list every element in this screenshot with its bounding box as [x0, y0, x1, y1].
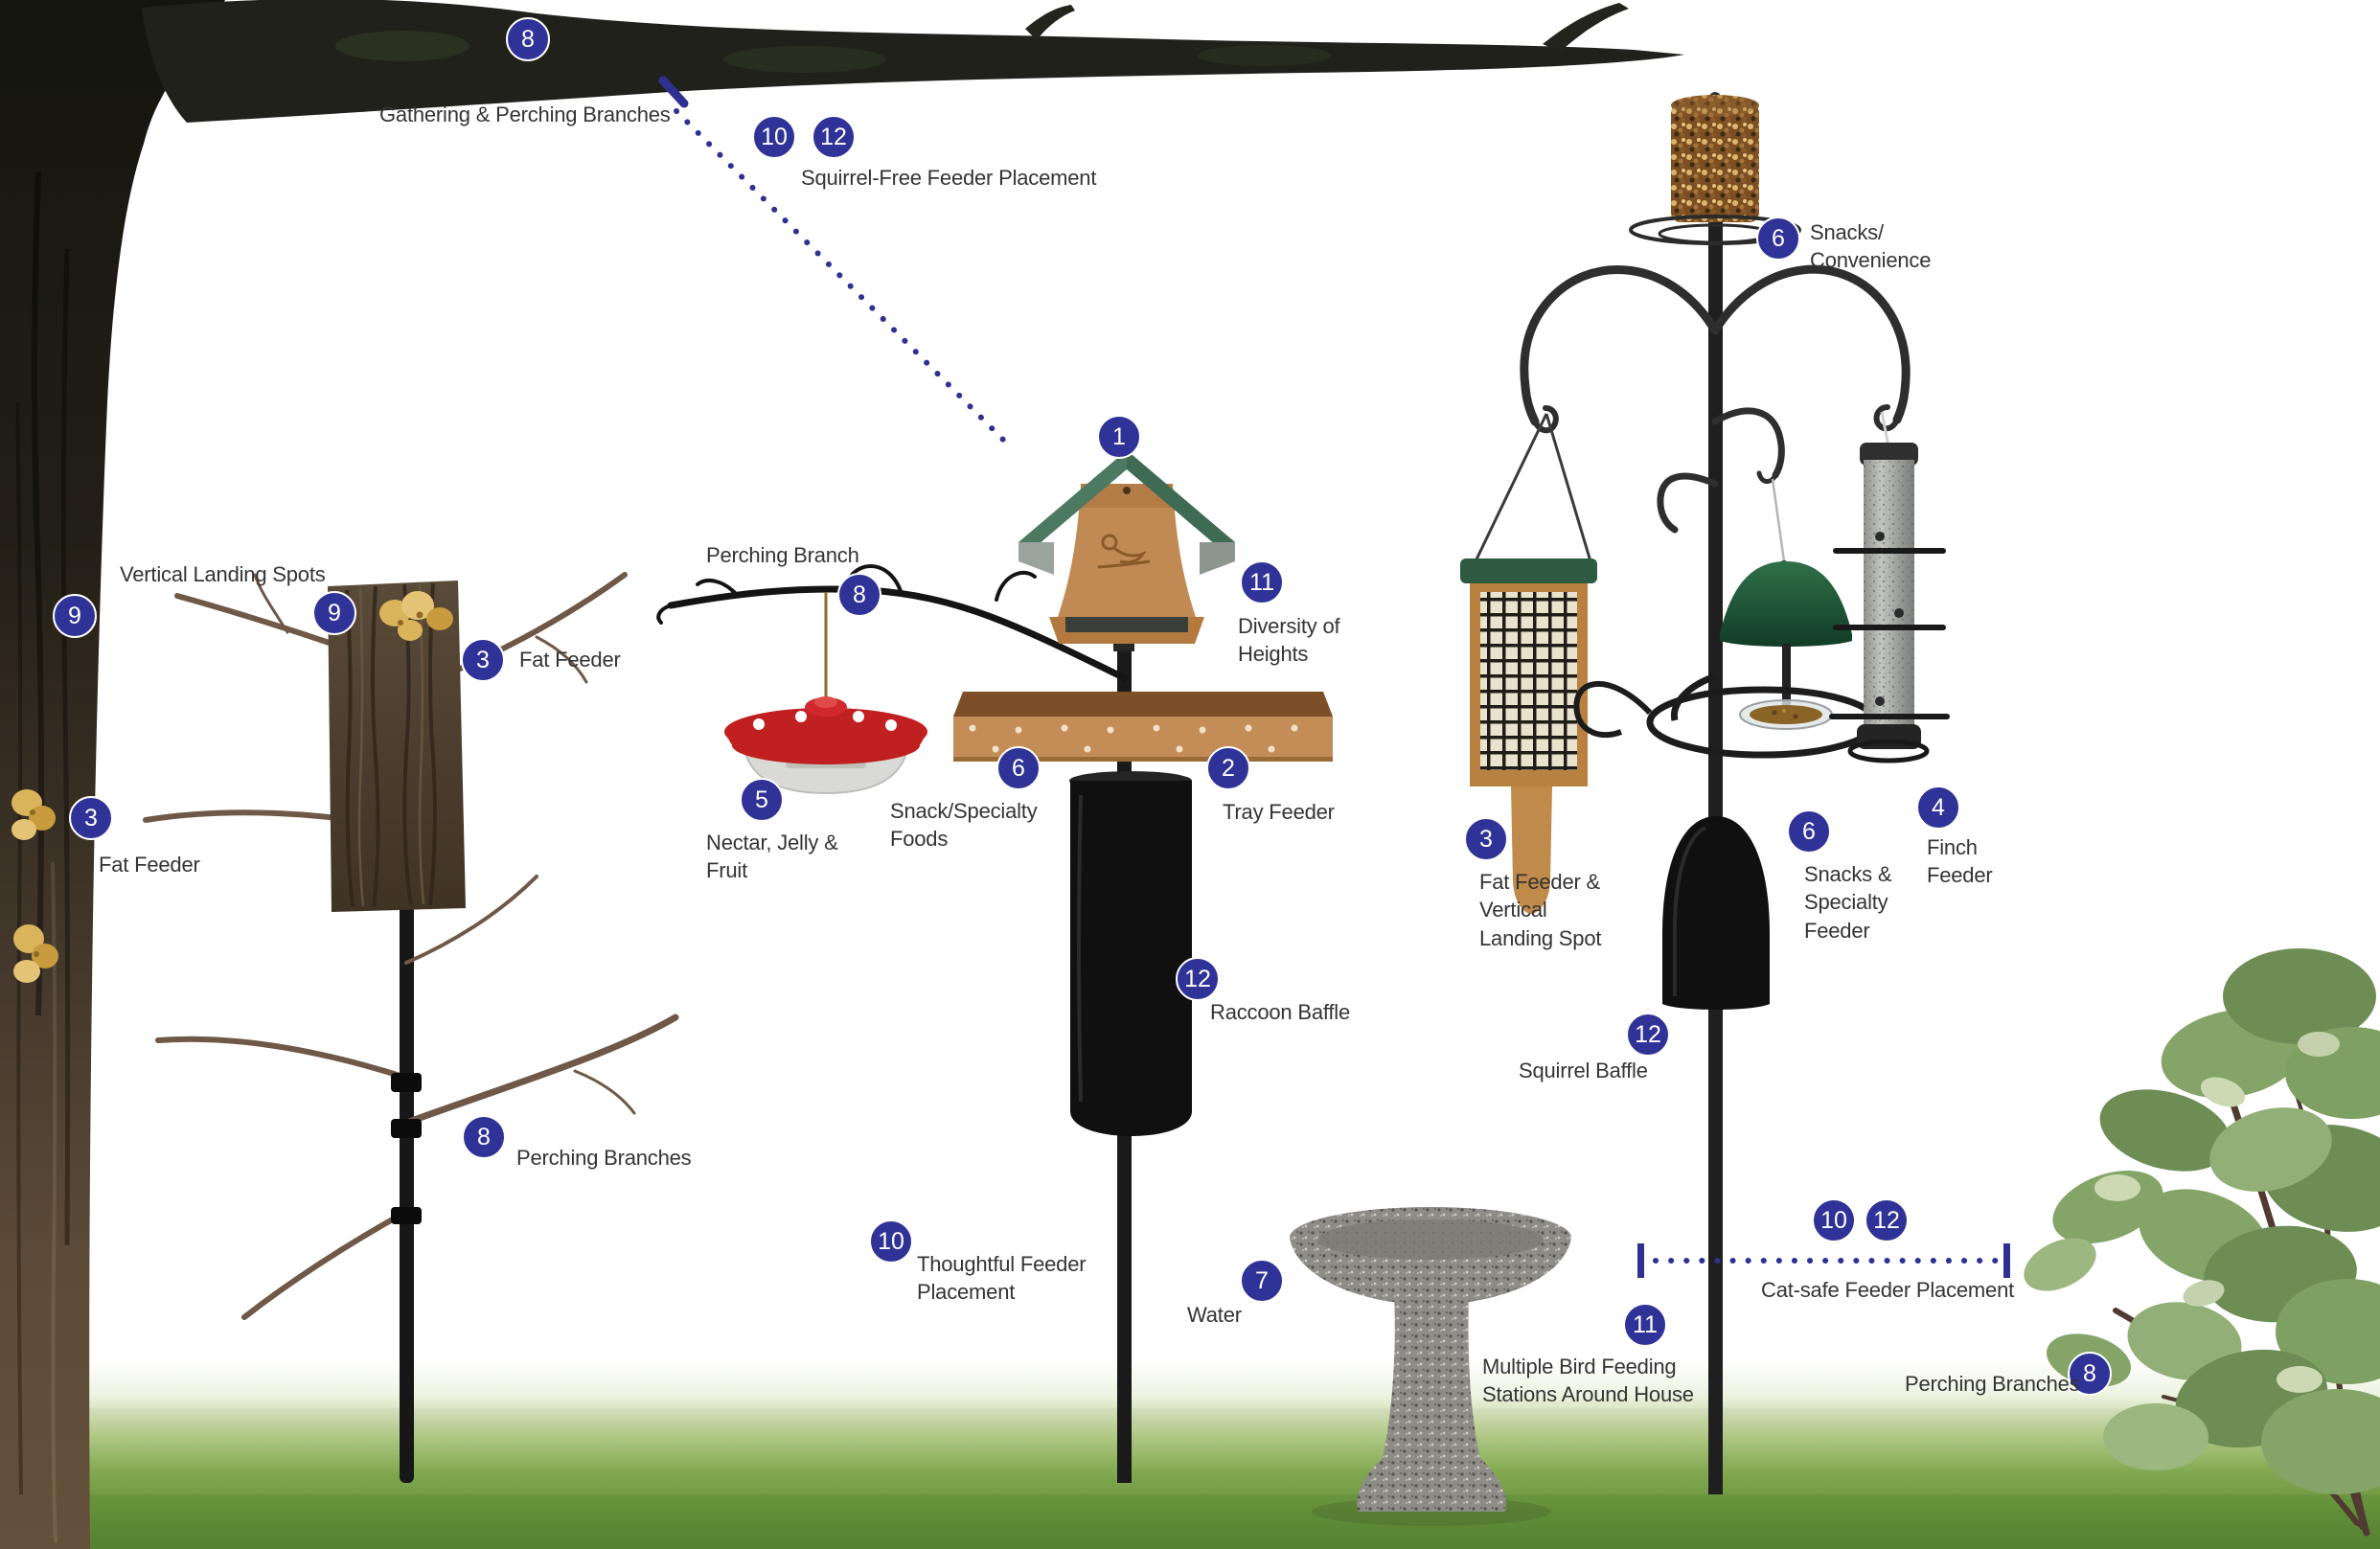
badge-fat-feeder-vertical: 3: [1464, 817, 1508, 861]
badge-perching-left: 8: [462, 1115, 506, 1159]
squirrel-free-dotted-line: [658, 76, 1015, 451]
trunk-fat-feeder-suet: [11, 789, 58, 983]
badge-perching-branch: 8: [837, 573, 881, 617]
label-fat-feeder-trunk: Fat Feeder: [99, 853, 200, 877]
label-vertical-landing: Vertical Landing Spots: [120, 562, 326, 586]
label-diversity: Diversity of Heights: [1238, 614, 1340, 667]
label-gathering: Gathering & Perching Branches: [379, 103, 671, 126]
label-squirrel-free: Squirrel-Free Feeder Placement: [801, 166, 1097, 190]
badge-nectar: 5: [740, 778, 784, 822]
bird-bath: [1290, 1207, 1571, 1526]
right-feeder-station: [1460, 92, 1950, 1494]
label-perching-left: Perching Branches: [516, 1146, 692, 1170]
badge-landing-trunk: 9: [53, 594, 97, 638]
badge-water: 7: [1240, 1259, 1284, 1303]
label-water: Water: [1187, 1303, 1242, 1327]
badge-perching-right: 8: [2068, 1352, 2112, 1396]
label-raccoon-baffle: Raccoon Baffle: [1210, 1000, 1351, 1024]
badge-snack-foods: 6: [996, 746, 1041, 790]
badge-cat-safe-12: 12: [1865, 1198, 1909, 1242]
left-perching-pole: [143, 572, 679, 1483]
badge-fat-feeder-trunk: 3: [69, 796, 113, 840]
label-snack-foods: Snack/Specialty Foods: [890, 799, 1038, 852]
badge-cat-safe-10: 10: [1812, 1198, 1856, 1242]
badge-landing-bark: 9: [312, 591, 356, 635]
label-cat-safe: Cat-safe Feeder Placement: [1761, 1278, 2015, 1302]
label-thoughtful: Thoughtful Feeder Placement: [917, 1252, 1087, 1305]
badge-gathering: 8: [506, 17, 550, 61]
badge-snacks-specialty: 6: [1787, 809, 1831, 854]
badge-fat-feeder-bark: 3: [461, 638, 505, 682]
cat-safe-dotted-line: [1637, 1243, 2010, 1278]
grass: [0, 1360, 2380, 1549]
label-squirrel-baffle: Squirrel Baffle: [1519, 1059, 1648, 1082]
badge-thoughtful: 10: [869, 1219, 913, 1264]
badge-diversity: 11: [1240, 560, 1284, 604]
label-finch-feeder: Finch Feeder: [1927, 835, 1993, 888]
label-perching-branch: Perching Branch: [706, 543, 859, 567]
badge-finch-feeder: 4: [1916, 786, 1960, 830]
label-fat-feeder-bark: Fat Feeder: [519, 648, 621, 672]
badge-squirrel-free-12: 12: [812, 115, 856, 159]
badge-hopper-feeder: 1: [1097, 415, 1141, 459]
badge-squirrel-baffle: 12: [1626, 1013, 1670, 1057]
label-nectar: Nectar, Jelly & Fruit: [706, 831, 838, 883]
label-perching-right: Perching Branches: [1905, 1372, 2080, 1396]
label-snacks-convenience: Snacks/ Convenience: [1810, 220, 1932, 273]
badge-raccoon-baffle: 12: [1176, 957, 1220, 1001]
label-tray-feeder: Tray Feeder: [1223, 800, 1335, 824]
badge-tray-feeder: 2: [1206, 746, 1250, 790]
badge-squirrel-free-10: 10: [752, 115, 796, 159]
badge-snacks-convenience: 6: [1756, 216, 1800, 261]
badge-multiple-stations: 11: [1623, 1303, 1667, 1347]
center-feeder-station: [656, 450, 1333, 1483]
label-multiple-stations: Multiple Bird Feeding Stations Around Ho…: [1482, 1355, 1694, 1407]
label-snacks-specialty: Snacks & Specialty Feeder: [1804, 862, 1892, 943]
label-fat-feeder-vertical: Fat Feeder & Vertical Landing Spot: [1479, 870, 1602, 950]
